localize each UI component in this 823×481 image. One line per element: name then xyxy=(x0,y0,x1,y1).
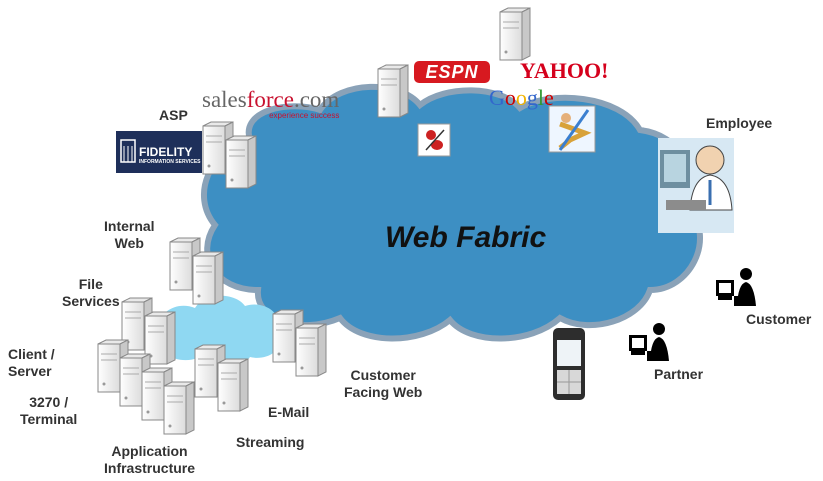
application-infrastructure-line-1: Application xyxy=(111,443,188,459)
employee-illustration xyxy=(658,138,734,233)
internal-web-label: Internal Web xyxy=(104,218,155,252)
customer-person-icon xyxy=(716,268,756,306)
file-services-line-1: File xyxy=(78,276,103,292)
dancer-icon xyxy=(548,105,596,153)
file-services-label: File Services xyxy=(62,276,120,310)
diagram-title: Web Fabric xyxy=(385,221,547,254)
client-server-label: Client / Server xyxy=(8,346,55,380)
customer-facing-web-line-1: Customer xyxy=(350,367,416,383)
terminal-line-1: 3270 / xyxy=(29,394,69,410)
espn-logo xyxy=(414,61,490,83)
client-server-line-2: Server xyxy=(8,363,52,379)
fidelity-sub: INFORMATION SERVICES xyxy=(139,159,201,165)
espn-logo-text: ESPN xyxy=(425,62,479,82)
terminal-label: 3270 / Terminal xyxy=(20,394,77,428)
fidelity-logo-box xyxy=(116,131,202,173)
local-network-cloud xyxy=(157,295,281,369)
partner-label: Partner xyxy=(654,366,704,382)
salesforce-main-c: .com xyxy=(293,87,340,112)
pda-device-icon xyxy=(553,328,585,400)
customer-label: Customer xyxy=(746,311,812,327)
customer-facing-web-line-2: Facing Web xyxy=(344,384,423,400)
google-letter-2: o xyxy=(504,85,516,110)
fidelity-logo: FIDELITY INFORMATION SERVICES xyxy=(139,145,201,166)
fidelity-name: FIDELITY xyxy=(139,145,193,159)
web-fabric-cloud xyxy=(201,83,703,342)
streaming-label: Streaming xyxy=(236,434,305,450)
google-letter-6: e xyxy=(544,85,554,110)
application-infrastructure-line-2: Infrastructure xyxy=(104,460,196,476)
asp-label: ASP xyxy=(159,107,188,123)
partner-person-icon xyxy=(629,323,669,361)
google-letter-5: l xyxy=(537,85,545,110)
internal-web-line-1: Internal xyxy=(104,218,155,234)
file-services-line-2: Services xyxy=(62,293,120,309)
customer-facing-web-label: Customer Facing Web xyxy=(344,367,422,401)
google-letter-4: g xyxy=(526,85,538,110)
google-logo: Google xyxy=(489,85,554,111)
email-label: E-Mail xyxy=(268,404,310,420)
client-server-line-1: Client / xyxy=(8,346,55,362)
application-infrastructure-label: Application Infrastructure xyxy=(104,443,195,477)
terminal-line-2: Terminal xyxy=(20,411,78,427)
salesforce-tagline: experience success xyxy=(269,111,340,120)
employee-label: Employee xyxy=(706,115,773,131)
google-letter-1: G xyxy=(489,85,505,110)
yahoo-logo: YAHOO! xyxy=(520,58,609,83)
google-letter-3: o xyxy=(515,85,527,110)
salesforce-main-a: sales xyxy=(202,87,247,112)
salesforce-logo: salesforce.com experience success xyxy=(202,87,340,120)
internal-web-line-2: Web xyxy=(114,235,144,251)
ant-icon xyxy=(417,123,451,157)
salesforce-main-b: force xyxy=(246,87,294,112)
